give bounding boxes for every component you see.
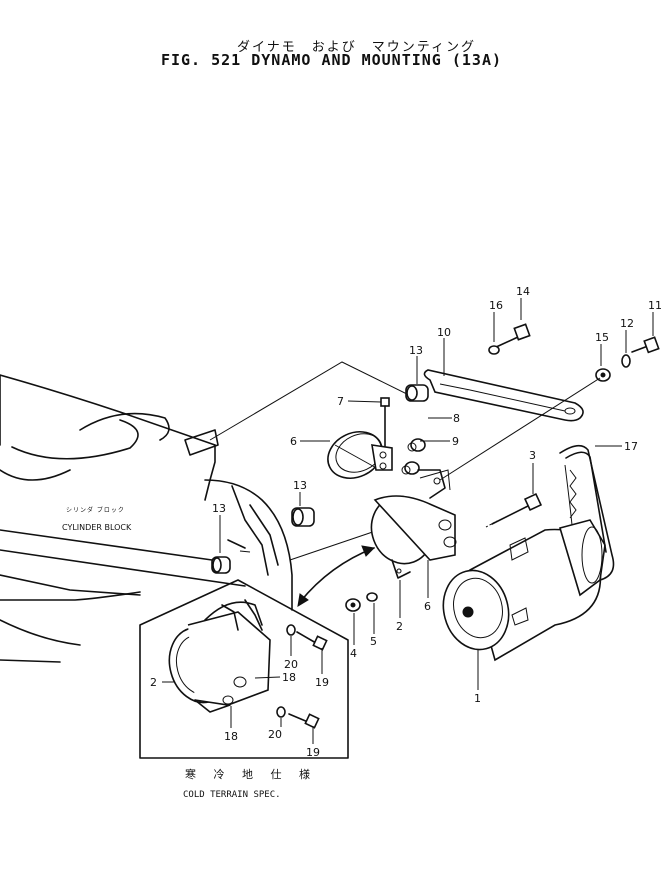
callout-15: 15 <box>595 331 609 344</box>
inset-callout-19-lower: 19 <box>306 746 320 759</box>
inset-callout-2: 2 <box>150 676 157 689</box>
fan-belt-17 <box>559 444 615 581</box>
inset-callout-18-lower: 18 <box>224 730 238 743</box>
cylinder-block-label-japanese: シリンダ ブロック <box>66 506 125 514</box>
nut-9 <box>401 461 420 475</box>
bolt-14 <box>493 323 531 349</box>
figure-title-japanese: ダイナモ および マウンティング <box>237 40 476 55</box>
callout-5: 5 <box>370 635 377 648</box>
callout-2: 2 <box>396 620 403 633</box>
figure-title: FIG. 521 DYNAMO AND MOUNTING (13A) <box>160 51 503 69</box>
adjusting-bar-10 <box>423 369 584 422</box>
callout-13-upper: 13 <box>409 344 423 357</box>
bolt-3 <box>485 492 543 528</box>
cold-spec-label-japanese: 寒 冷 地 仕 様 <box>185 767 317 781</box>
callout-14: 14 <box>516 285 530 298</box>
callout-4: 4 <box>350 647 357 660</box>
washer-16 <box>488 345 500 355</box>
bolt-7 <box>380 397 390 447</box>
callout-16: 16 <box>489 299 503 312</box>
nut-8 <box>407 438 426 452</box>
leader-lines <box>162 298 654 744</box>
callout-9: 9 <box>452 435 459 448</box>
callout-1: 1 <box>474 692 481 705</box>
callout-6-lower: 6 <box>424 600 431 613</box>
callout-12: 12 <box>620 317 634 330</box>
callout-8: 8 <box>453 412 460 425</box>
inset-callout-19-upper: 19 <box>315 676 329 689</box>
callout-10: 10 <box>437 326 451 339</box>
bolt-11 <box>631 336 660 354</box>
reference-arrow <box>297 545 376 607</box>
washer-5 <box>366 592 378 602</box>
spacer-13-upper <box>405 384 429 402</box>
nut-4 <box>345 598 361 612</box>
callout-6-upper: 6 <box>290 435 297 448</box>
cold-spec-label: COLD TERRAIN SPEC. <box>183 790 281 800</box>
cylinder-block <box>0 374 293 663</box>
callout-13-middle: 13 <box>293 479 307 492</box>
callout-17: 17 <box>624 440 638 453</box>
cylinder-block-label: CYLINDER BLOCK <box>62 523 132 532</box>
callout-numbers: 14 16 10 13 15 12 11 7 6 8 9 17 3 13 13 … <box>150 285 662 759</box>
bracket-2 <box>370 469 457 579</box>
spacer-13-middle <box>291 507 315 527</box>
callout-11: 11 <box>648 299 662 312</box>
inset-callout-20-lower: 20 <box>268 728 282 741</box>
band-6-upper <box>327 431 393 479</box>
callout-7: 7 <box>337 395 344 408</box>
callout-13-lower: 13 <box>212 502 226 515</box>
inset-callout-18-right: 18 <box>282 671 296 684</box>
cold-terrain-inset <box>139 579 349 759</box>
spacer-13-lower <box>211 556 231 574</box>
washer-12 <box>621 354 631 368</box>
callout-3: 3 <box>529 449 536 462</box>
inset-callout-20-upper: 20 <box>284 658 298 671</box>
dynamo-1 <box>442 519 606 690</box>
